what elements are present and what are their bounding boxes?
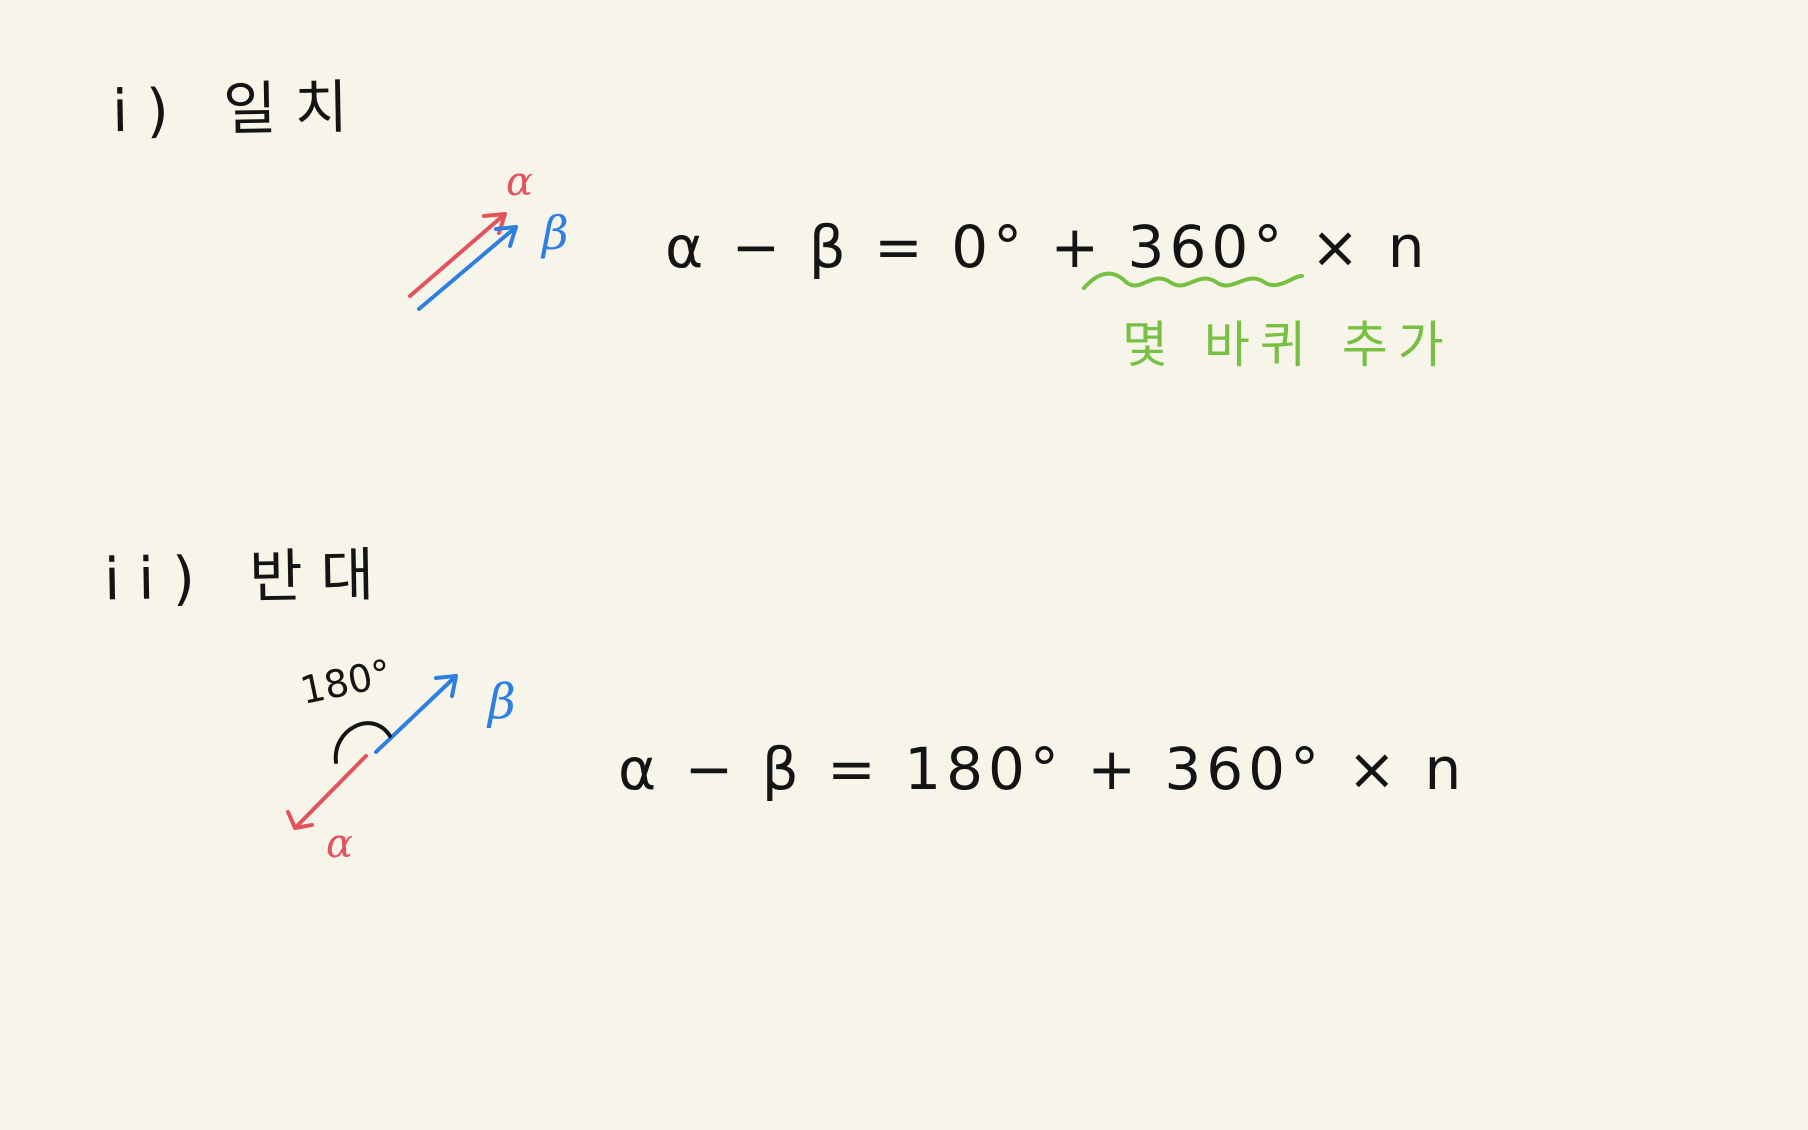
case2-alpha-label: α bbox=[326, 821, 354, 867]
case1-alpha-arrow-icon bbox=[408, 212, 507, 298]
case2-alpha-opposite-arrow-icon bbox=[286, 754, 368, 830]
case1-alpha-label: α bbox=[506, 159, 534, 205]
case1-beta-label: β bbox=[542, 206, 569, 260]
case1-annotation-underline bbox=[1082, 271, 1304, 290]
case2-equation: α − β = 180° + 360° × n bbox=[618, 735, 1467, 803]
case2-beta-arrow-icon bbox=[374, 674, 458, 754]
case1-annotation: 몇 바퀴 추가 bbox=[1122, 316, 1454, 374]
case2-beta-label: β bbox=[488, 674, 516, 730]
case2-angle-arc-icon bbox=[333, 721, 392, 764]
case1-beta-arrow-icon bbox=[417, 225, 518, 311]
case1-equation: α − β = 0° + 360° × n bbox=[665, 213, 1430, 281]
